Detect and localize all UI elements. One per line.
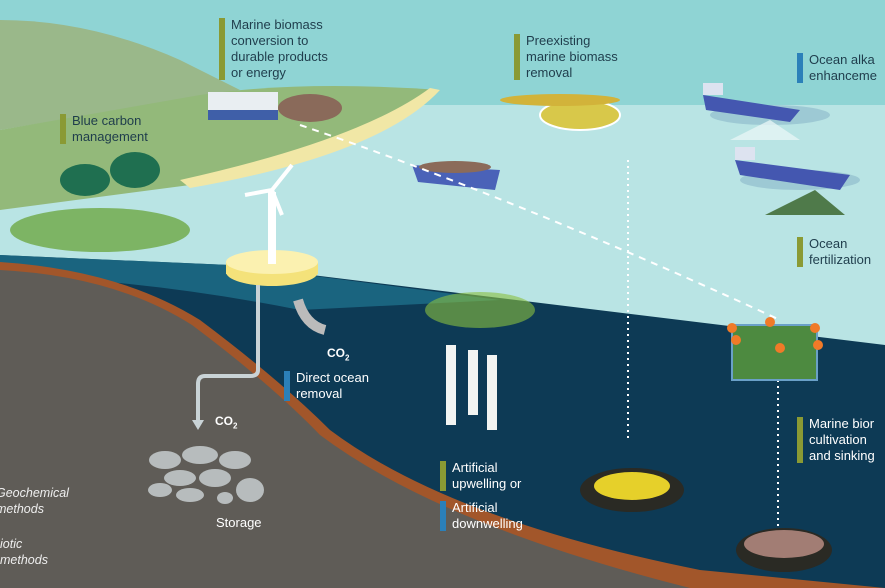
storage-label: Storage: [216, 515, 262, 530]
mangrove-trees-icon: [10, 152, 190, 252]
label-ocean-fertilization: Ocean fertilization: [797, 236, 871, 268]
algae-bloom: [425, 292, 535, 328]
beach: [180, 88, 440, 188]
upwelling-pipes-icon: [446, 345, 497, 430]
label-artificial-downwelling: Artificial downwelling: [440, 500, 523, 532]
label-text: Marine bior cultivation and sinking: [809, 416, 875, 463]
label-blue-carbon: Blue carbon management: [60, 113, 148, 145]
legend-geochemical: Geochemical methods: [0, 486, 69, 516]
co2-label-storage: CO2: [215, 414, 237, 430]
alkalinity-ship-icon: [703, 83, 830, 140]
label-text: Artificial downwelling: [452, 500, 523, 531]
label-preexisting-removal: Preexisting marine biomass removal: [514, 33, 618, 81]
storage-rocks-icon: [148, 446, 264, 504]
label-marine-biomass-conversion: Marine biomass conversion to durable pro…: [219, 17, 328, 81]
label-text: Blue carbon management: [72, 113, 148, 144]
co2-label-intake: CO2: [327, 346, 349, 362]
floating-wind-turbine-icon: [226, 163, 318, 286]
label-artificial-upwelling: Artificial upwelling or: [440, 460, 521, 492]
sunk-seaweed: [744, 530, 824, 558]
ship-icon: [412, 161, 500, 190]
co2-subscript: 2: [233, 421, 238, 431]
label-text: Ocean fertilization: [809, 236, 872, 267]
sunk-biomass: [594, 472, 670, 500]
co2-subscript: 2: [345, 353, 350, 363]
label-text: Ocean alka enhanceme: [809, 52, 877, 83]
co2-symbol: CO: [215, 414, 233, 428]
arrow-down-icon: [192, 420, 204, 430]
cultivation-cage-icon: [727, 317, 823, 381]
factory-base: [208, 110, 278, 120]
biomass-pile: [278, 94, 342, 122]
transport-path: [299, 124, 781, 321]
co2-symbol: CO: [327, 346, 345, 360]
intake-pipe: [293, 298, 327, 335]
fertilization-ship-icon: [735, 147, 860, 215]
co2-pipe: [196, 285, 260, 425]
floating-biomass: [500, 94, 620, 106]
legend-biotic: iotic methods: [0, 537, 48, 567]
label-text: Direct ocean removal: [296, 370, 369, 401]
hill: [0, 20, 240, 130]
label-ocean-alkalinity: Ocean alka enhanceme: [797, 52, 877, 84]
label-text: Preexisting marine biomass removal: [526, 33, 618, 80]
label-text: Marine biomass conversion to durable pro…: [231, 17, 328, 80]
label-marine-biomass-cultivation: Marine bior cultivation and sinking: [797, 416, 875, 464]
label-text: Artificial upwelling or: [452, 460, 522, 491]
seafloor: [0, 270, 690, 588]
label-direct-ocean-removal: Direct ocean removal: [284, 370, 369, 402]
